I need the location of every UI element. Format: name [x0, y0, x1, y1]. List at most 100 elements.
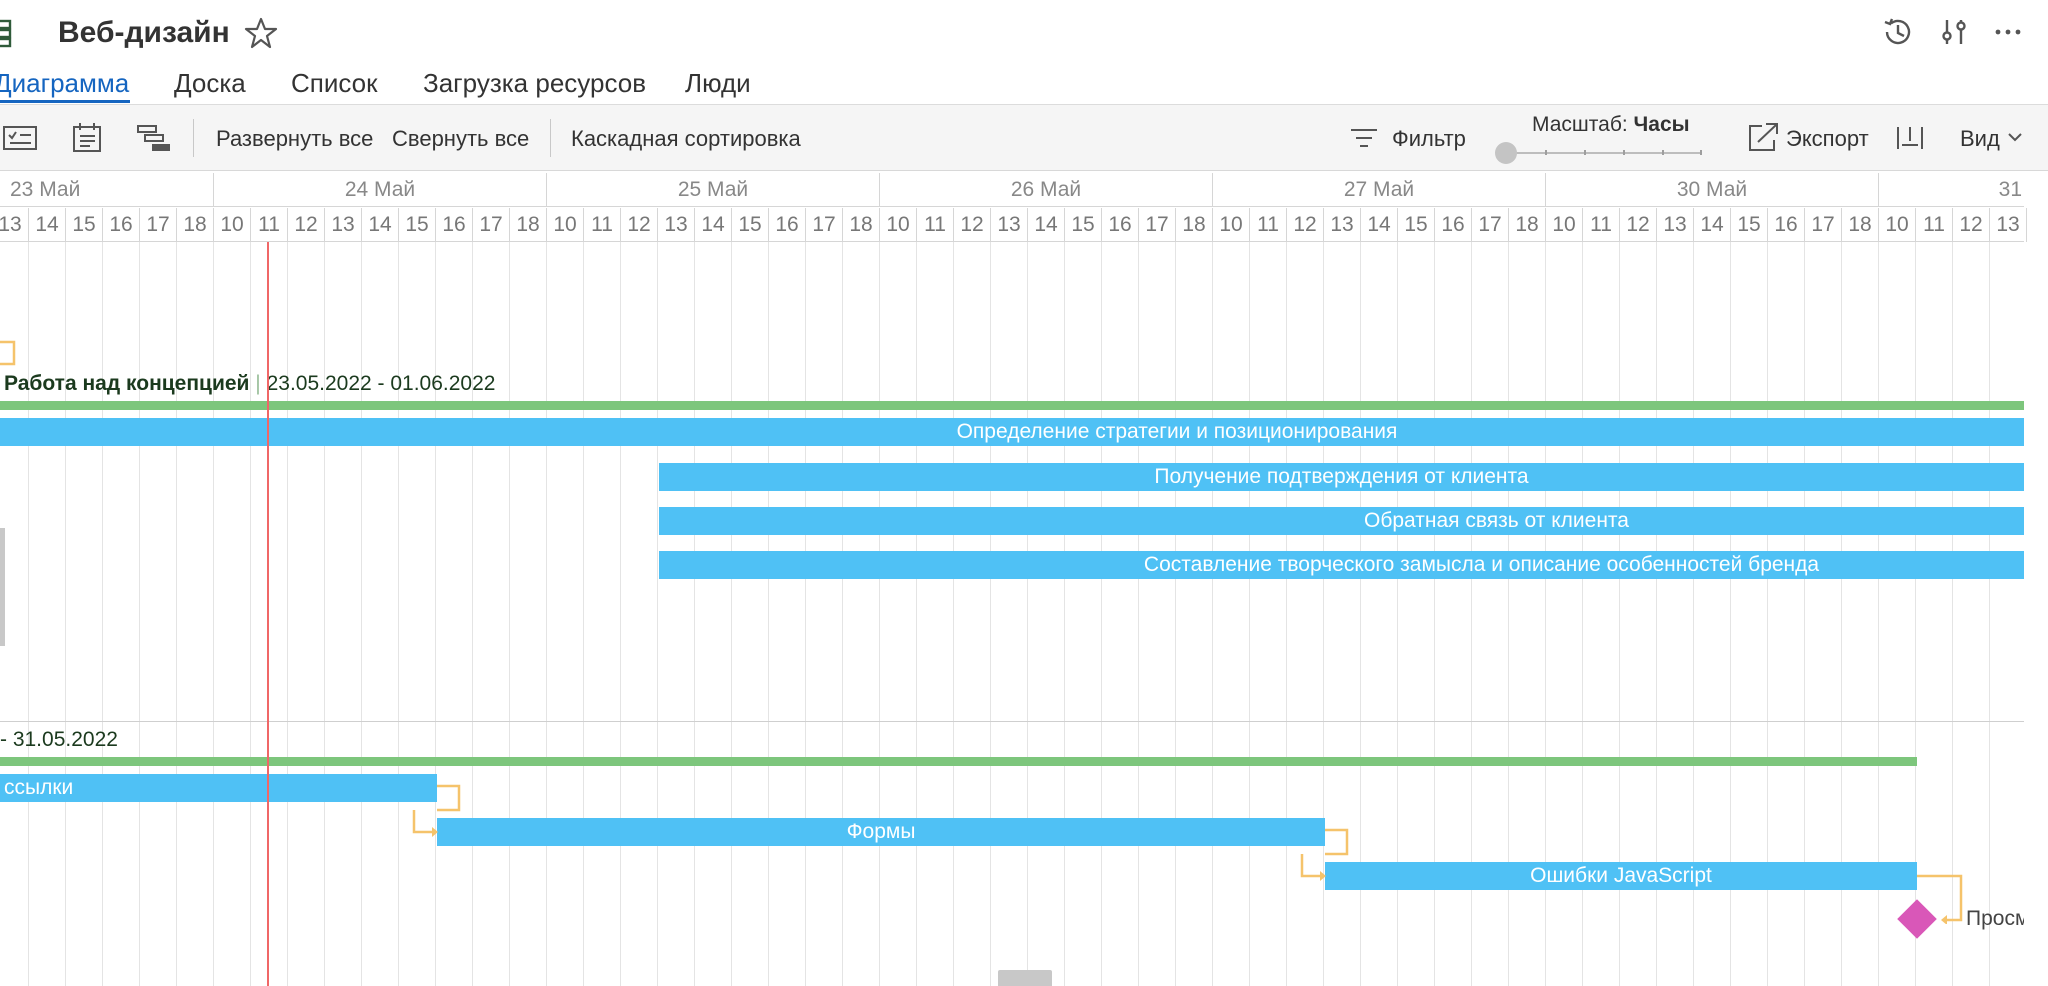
grid-line: [176, 242, 177, 986]
hour-header-cell: 16: [769, 208, 806, 242]
tab-resource-load[interactable]: Загрузка ресурсов: [423, 68, 647, 98]
hour-header-cell: 12: [621, 208, 658, 242]
grid-line: [1767, 242, 1768, 986]
grid-line: [1952, 242, 1953, 986]
grid-line: [879, 242, 880, 986]
task-checklist-icon[interactable]: [2, 121, 38, 155]
filter-button[interactable]: Фильтр: [1392, 126, 1466, 151]
timeline-days-row: 23 Май 24 Май 25 Май 26 Май 27 Май 30 Ма…: [0, 173, 2024, 207]
grid-line: [1508, 242, 1509, 986]
scale-label: Масштаб: Часы: [1532, 113, 1690, 137]
grid-line: [805, 242, 806, 986]
milestone-label: Просм: [1966, 907, 2024, 930]
scale-slider-tick: [1623, 150, 1625, 155]
gantt-app-icon[interactable]: [0, 18, 12, 48]
hour-header-cell: 11: [917, 208, 954, 242]
scale-slider-thumb[interactable]: [1495, 142, 1517, 164]
hour-header-cell: 15: [732, 208, 769, 242]
grid-line: [694, 242, 695, 986]
hour-header-cell: 13: [1990, 208, 2027, 242]
hour-header-cell: 10: [1213, 208, 1250, 242]
summary-bar-concept[interactable]: [0, 401, 2024, 410]
scale-slider-track[interactable]: [1506, 152, 1702, 154]
grid-line: [1138, 242, 1139, 986]
hour-header-cell: 14: [362, 208, 399, 242]
critical-path-icon[interactable]: [136, 121, 172, 155]
group-name: Работа над концепцией: [4, 372, 250, 395]
tab-board[interactable]: Доска: [174, 68, 246, 98]
summary-bar-2[interactable]: [0, 757, 1917, 766]
export-button[interactable]: Экспорт: [1786, 126, 1869, 151]
view-tabs: Диаграмма Доска Список Загрузка ресурсов…: [0, 64, 2048, 104]
group-label-concept: Работа над концепцией | 23.05.2022 - 01.…: [4, 372, 495, 396]
hour-header-cell: 18: [177, 208, 214, 242]
tab-people[interactable]: Люди: [685, 68, 751, 98]
tab-list[interactable]: Список: [291, 68, 378, 98]
hour-header-cell: 17: [806, 208, 843, 242]
day-header-cell: 25 Май: [547, 173, 880, 207]
task-bar[interactable]: Получение подтверждения от клиента: [659, 463, 2024, 491]
day-header-cell: 31: [1998, 178, 2022, 201]
hour-header-cell: 15: [66, 208, 103, 242]
hour-header-cell: 12: [1953, 208, 1990, 242]
history-icon[interactable]: [1880, 14, 1916, 50]
gantt-chart-area: [0, 242, 2024, 986]
grid-line: [990, 242, 991, 986]
hour-header-cell: 15: [1065, 208, 1102, 242]
grid-line: [1841, 242, 1842, 986]
view-button[interactable]: Вид: [1960, 126, 2000, 151]
task-bar[interactable]: ссылки: [0, 774, 437, 802]
grid-line: [1064, 242, 1065, 986]
page-title: Веб-дизайн: [58, 16, 230, 49]
grid-line: [1693, 242, 1694, 986]
export-icon[interactable]: [1746, 120, 1782, 154]
hour-header-cell: 10: [547, 208, 584, 242]
grid-line: [139, 242, 140, 986]
collapse-all-button[interactable]: Свернуть все: [392, 126, 530, 151]
cascade-sort-button[interactable]: Каскадная сортировка: [571, 126, 801, 151]
task-bar[interactable]: Обратная связь от клиента: [659, 507, 2024, 535]
hour-header-cell: 18: [843, 208, 880, 242]
hour-header-cell: 14: [29, 208, 66, 242]
chevron-down-icon[interactable]: [2006, 128, 2024, 146]
task-bar[interactable]: Ошибки JavaScript: [1325, 862, 1917, 890]
column-width-icon[interactable]: [1894, 123, 1926, 153]
star-icon[interactable]: [244, 16, 278, 50]
calendar-tasks-icon[interactable]: [70, 121, 106, 155]
more-icon[interactable]: [1990, 14, 2026, 50]
hour-header-cell: 13: [1657, 208, 1694, 242]
grid-line: [250, 242, 251, 986]
task-bar[interactable]: Формы: [437, 818, 1325, 846]
hour-header-cell: 16: [1768, 208, 1805, 242]
grid-line: [324, 242, 325, 986]
hour-header-cell: 18: [1176, 208, 1213, 242]
hour-header-cell: 14: [1361, 208, 1398, 242]
day-header-cell: 23 Май: [0, 173, 214, 207]
grid-line: [583, 242, 584, 986]
expand-all-button[interactable]: Развернуть все: [216, 126, 374, 151]
hour-header-cell: 15: [1398, 208, 1435, 242]
bottom-panel-handle[interactable]: [998, 970, 1052, 986]
settings-sliders-icon[interactable]: [1936, 14, 1972, 50]
grid-line: [1323, 242, 1324, 986]
grid-line: [1656, 242, 1657, 986]
task-bar[interactable]: Составление творческого замысла и описан…: [659, 551, 2024, 579]
hour-header-cell: 15: [1731, 208, 1768, 242]
tabs-divider: [0, 104, 2048, 105]
hour-header-cell: 10: [880, 208, 917, 242]
group-separator: [0, 721, 2024, 722]
grid-line: [1619, 242, 1620, 986]
filter-icon[interactable]: [1348, 123, 1380, 153]
tab-diagram[interactable]: Диаграмма: [0, 68, 130, 98]
hour-header-cell: 16: [1102, 208, 1139, 242]
dependency-link: [1325, 828, 1349, 856]
grid-line: [509, 242, 510, 986]
grid-line: [287, 242, 288, 986]
dependency-link: [412, 810, 438, 837]
grid-line: [1915, 242, 1916, 986]
hour-header-cell: 15: [399, 208, 436, 242]
task-bar[interactable]: Определение стратегии и позиционирования: [0, 418, 2024, 446]
hour-header-cell: 16: [1435, 208, 1472, 242]
hour-header-cell: 13: [325, 208, 362, 242]
